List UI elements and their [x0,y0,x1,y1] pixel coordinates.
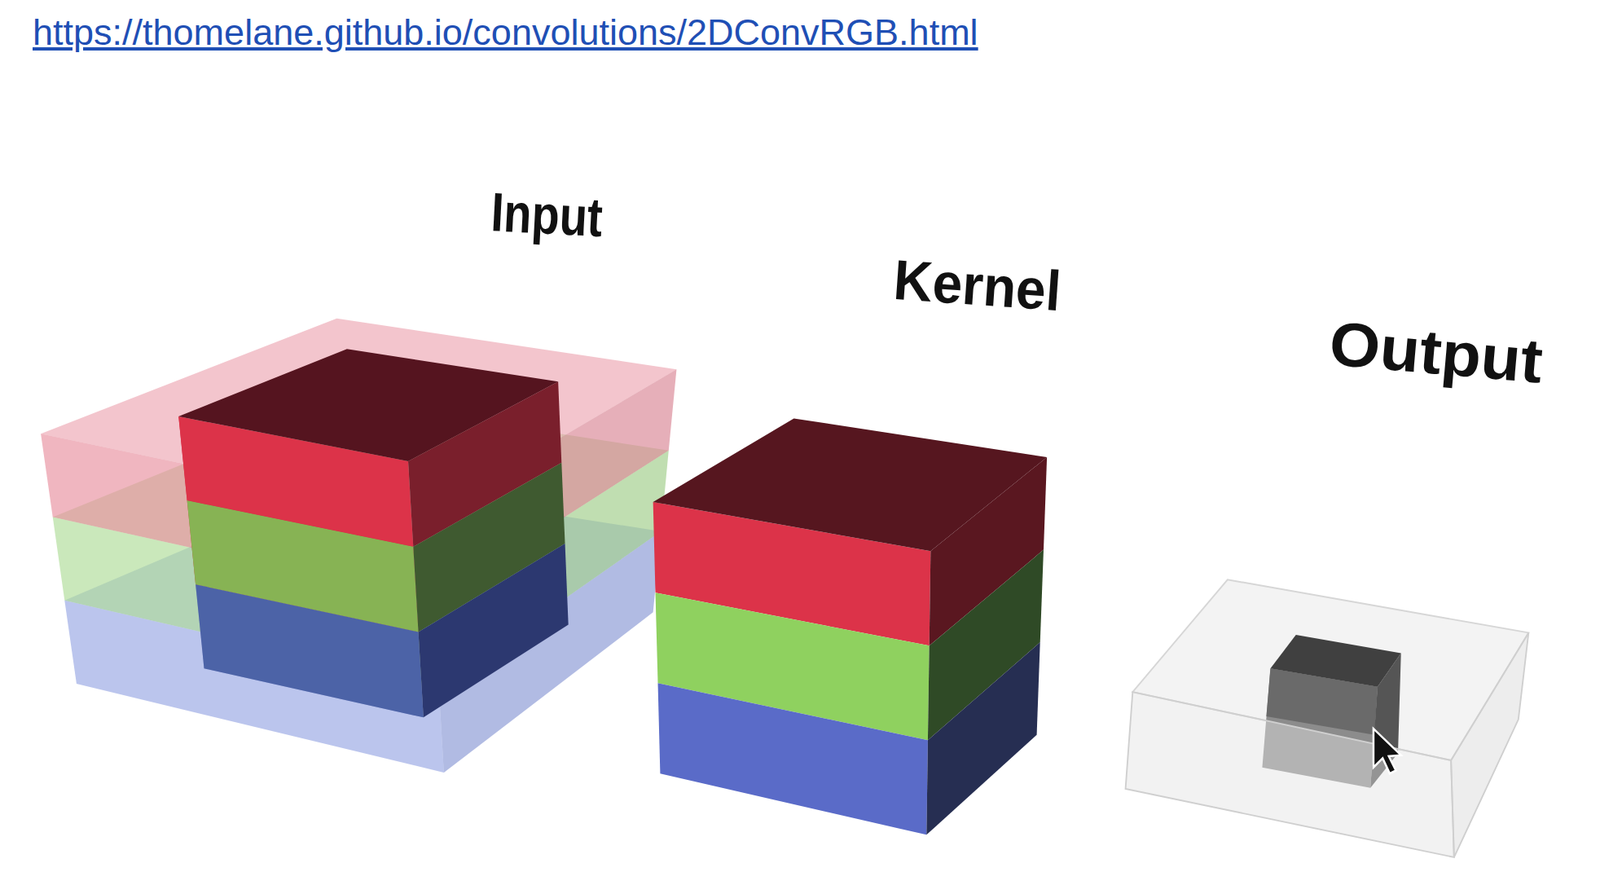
input-window [178,348,568,717]
input-label: Input [489,180,605,250]
kernel-volume [653,417,1047,835]
output-volume [1125,579,1530,858]
kernel-label: Kernel [891,247,1063,325]
input-volume [40,318,677,773]
output-label: Output [1326,307,1546,398]
mouse-cursor [1373,728,1402,774]
source-url: https://thomelane.github.io/convolutions… [32,11,979,54]
